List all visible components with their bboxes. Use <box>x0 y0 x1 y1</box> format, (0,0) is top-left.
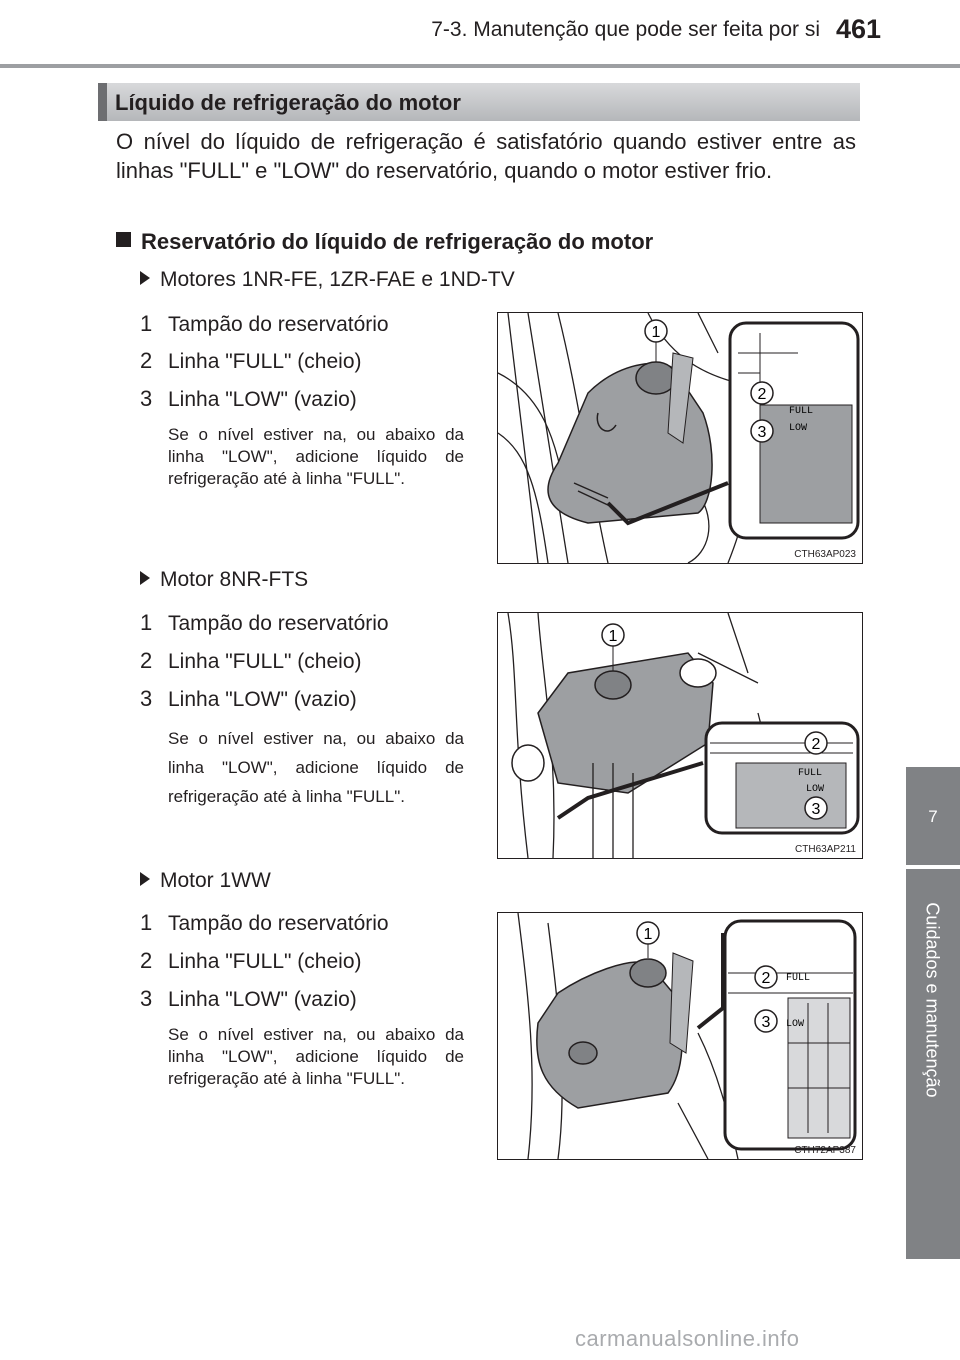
engine-bay-illustration: 1 FULL LOW 2 3 <box>517 913 857 1159</box>
figure-code: CTH63AP023 <box>794 549 856 560</box>
item-number: 2 <box>140 948 153 973</box>
watermark-text: carmanualsonline.info <box>575 1326 800 1351</box>
callout-3: 3 <box>758 424 767 441</box>
section-title: Líquido de refrigeração do motor <box>115 90 461 115</box>
callout-1: 1 <box>644 926 653 943</box>
callout-3: 3 <box>812 801 821 818</box>
engine-title: Motor 8NR-FTS <box>160 568 309 591</box>
reservoir-figure-3: 1 FULL LOW 2 3 CTH72AP387 <box>497 912 863 1160</box>
list-item: 1 Tampão do reservatório <box>140 910 389 936</box>
list-item: 2 Linha "FULL" (cheio) <box>140 948 362 974</box>
reservoir-figure-1: 1 FULL LOW 2 3 CTH63AP023 <box>497 312 863 564</box>
note-text: Se o nível estiver na, ou abaixo da linh… <box>168 1025 464 1088</box>
item-number: 1 <box>140 610 153 635</box>
item-number: 3 <box>140 686 153 711</box>
callout-1: 1 <box>609 628 618 645</box>
list-item: 3 Linha "LOW" (vazio) <box>140 686 357 712</box>
item-number: 1 <box>140 311 153 336</box>
list-item: 1 Tampão do reservatório <box>140 311 389 337</box>
section-bar-accent <box>98 83 107 121</box>
engine-title: Motor 1WW <box>160 869 271 892</box>
item-label: Linha "FULL" (cheio) <box>168 350 362 373</box>
list-item: 1 Tampão do reservatório <box>140 610 389 636</box>
square-bullet-icon <box>116 232 131 247</box>
section-title-bar: Líquido de refrigeração do motor <box>98 83 860 121</box>
header-divider <box>0 64 960 68</box>
callout-2: 2 <box>762 970 771 987</box>
subheading-text: Reservatório do líquido de refrigeração … <box>141 229 654 254</box>
intro-paragraph: O nível do líquido de refrigeração é sat… <box>116 129 856 183</box>
low-mark: LOW <box>786 1019 804 1030</box>
engine-title: Motores 1NR-FE, 1ZR-FAE e 1ND-TV <box>160 268 515 291</box>
callout-2: 2 <box>812 736 821 753</box>
item-number: 2 <box>140 648 153 673</box>
item-label: Tampão do reservatório <box>168 612 389 635</box>
engine-heading-1: Motores 1NR-FE, 1ZR-FAE e 1ND-TV <box>140 268 515 292</box>
triangle-bullet-icon <box>140 872 150 886</box>
callout-3: 3 <box>762 1014 771 1031</box>
list-item: 2 Linha "FULL" (cheio) <box>140 648 362 674</box>
full-mark: FULL <box>786 973 810 984</box>
triangle-bullet-icon <box>140 571 150 585</box>
chapter-side-strip <box>906 869 960 1259</box>
engine-bay-illustration: 1 FULL LOW 2 3 <box>507 613 860 858</box>
note-text: Se o nível estiver na, ou abaixo da linh… <box>168 729 464 806</box>
chapter-side-label: Cuidados e manutenção <box>922 902 943 1098</box>
engine-heading-3: Motor 1WW <box>140 869 271 893</box>
callout-2: 2 <box>758 386 767 403</box>
item-label: Linha "FULL" (cheio) <box>168 950 362 973</box>
chapter-tab[interactable]: 7 <box>906 767 960 865</box>
subheading: Reservatório do líquido de refrigeração … <box>116 229 653 255</box>
item-label: Linha "LOW" (vazio) <box>168 688 357 711</box>
item-number: 1 <box>140 910 153 935</box>
note-text: Se o nível estiver na, ou abaixo da linh… <box>168 425 464 488</box>
chapter-title: 7-3. Manutenção que pode ser feita por s… <box>431 18 820 41</box>
item-label: Linha "LOW" (vazio) <box>168 388 357 411</box>
item-label: Linha "FULL" (cheio) <box>168 650 362 673</box>
full-mark: FULL <box>789 406 813 417</box>
low-mark: LOW <box>806 784 824 795</box>
list-item: 2 Linha "FULL" (cheio) <box>140 348 362 374</box>
item-number: 2 <box>140 348 153 373</box>
figure-code: CTH63AP211 <box>795 844 856 855</box>
list-item: 3 Linha "LOW" (vazio) <box>140 386 357 412</box>
item-number: 3 <box>140 986 153 1011</box>
engine-bay-illustration: 1 FULL LOW 2 3 <box>498 313 860 563</box>
full-mark: FULL <box>798 768 822 779</box>
page-number: 461 <box>836 14 882 44</box>
reservoir-figure-2: 1 FULL LOW 2 3 CTH63AP211 <box>497 612 863 859</box>
item-number: 3 <box>140 386 153 411</box>
chapter-tab-number: 7 <box>928 807 938 826</box>
low-mark: LOW <box>789 423 807 434</box>
item-label: Tampão do reservatório <box>168 912 389 935</box>
list-item: 3 Linha "LOW" (vazio) <box>140 986 357 1012</box>
item-label: Tampão do reservatório <box>168 313 389 336</box>
item-label: Linha "LOW" (vazio) <box>168 988 357 1011</box>
engine-heading-2: Motor 8NR-FTS <box>140 568 308 592</box>
callout-1: 1 <box>652 324 661 341</box>
figure-code: CTH72AP387 <box>794 1145 856 1156</box>
triangle-bullet-icon <box>140 271 150 285</box>
